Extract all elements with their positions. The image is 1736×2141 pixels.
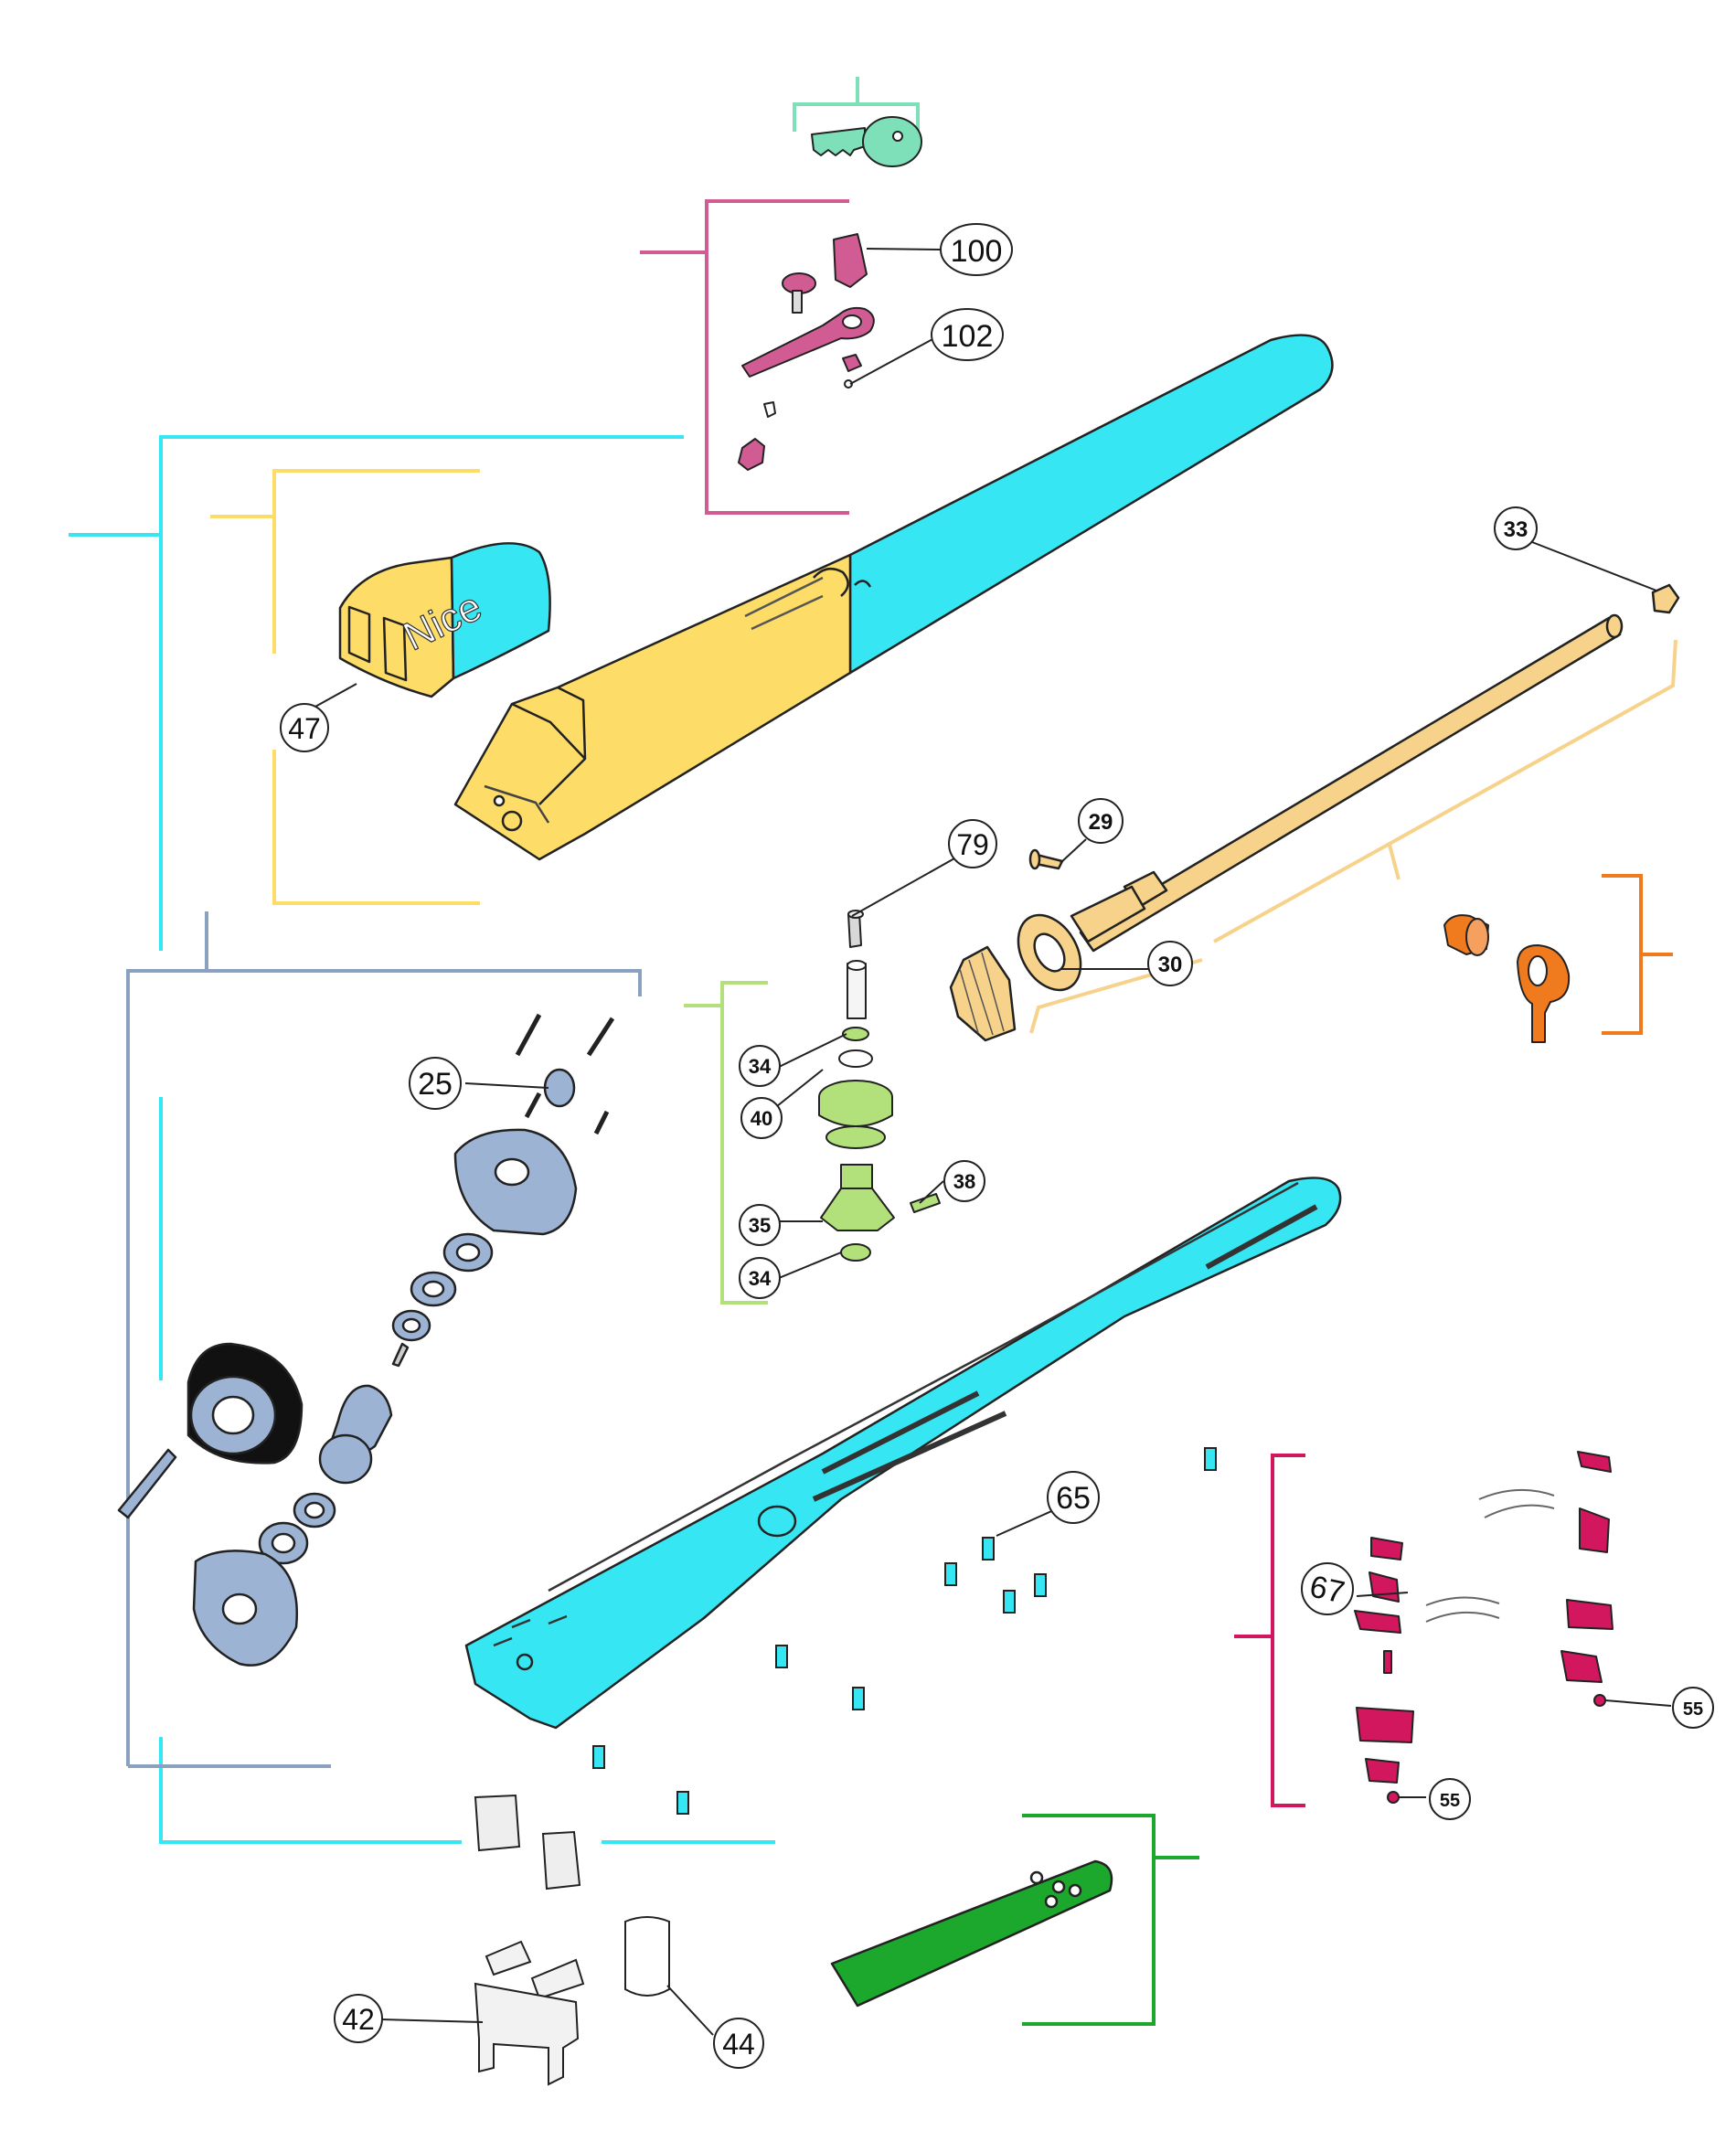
callout-55-lower: 55 bbox=[1429, 1778, 1471, 1820]
motor-assembly bbox=[117, 1013, 615, 1667]
svg-text:100: 100 bbox=[951, 234, 1003, 269]
svg-text:65: 65 bbox=[1056, 1481, 1091, 1516]
svg-text:34: 34 bbox=[749, 1055, 772, 1078]
housing-cyan bbox=[848, 334, 1334, 675]
callout-55-right: 55 bbox=[1672, 1687, 1714, 1729]
svg-text:33: 33 bbox=[1504, 517, 1528, 542]
svg-text:35: 35 bbox=[749, 1214, 771, 1237]
svg-text:55: 55 bbox=[1440, 1791, 1460, 1811]
callout-35: 35 bbox=[739, 1204, 781, 1246]
gear-bracket bbox=[684, 981, 768, 1305]
end-cap-cover: Nice bbox=[338, 542, 551, 698]
screw-shaft-bracket-tick bbox=[1388, 844, 1401, 880]
lock-cylinder bbox=[833, 233, 868, 288]
key-bracket bbox=[793, 77, 920, 132]
worm-gear bbox=[543, 1068, 576, 1108]
limit-switch-bracket bbox=[1234, 1454, 1305, 1807]
housing-screws bbox=[592, 1447, 1217, 1815]
gear-shaft bbox=[847, 963, 867, 1019]
cable-glands bbox=[474, 1794, 581, 1891]
screw-shaft bbox=[949, 583, 1680, 1042]
callout-40: 40 bbox=[740, 1097, 783, 1139]
svg-text:42: 42 bbox=[342, 2003, 375, 2036]
screw-shaft-bracket bbox=[1029, 639, 1677, 1034]
callout-44: 44 bbox=[713, 2018, 764, 2069]
svg-text:34: 34 bbox=[749, 1267, 772, 1290]
callout-34-upper: 34 bbox=[739, 1045, 781, 1087]
svg-text:79: 79 bbox=[956, 828, 989, 861]
shaft-nut bbox=[1651, 583, 1680, 614]
callout-47: 47 bbox=[280, 703, 329, 752]
callout-65: 65 bbox=[1047, 1471, 1100, 1524]
base-housing bbox=[464, 1177, 1342, 1730]
terminal-blocks bbox=[474, 1940, 585, 2086]
svg-text:25: 25 bbox=[418, 1067, 453, 1102]
leader-lines bbox=[280, 248, 1672, 2036]
orange-parts bbox=[1443, 914, 1571, 1043]
bracket-accessories bbox=[1602, 874, 1673, 1035]
motor-bracket bbox=[126, 911, 642, 1768]
circuit-board bbox=[830, 1859, 1113, 2008]
housing-bracket bbox=[69, 435, 775, 1844]
lever-clip bbox=[738, 438, 765, 471]
limit-switch-parts bbox=[1354, 1451, 1614, 1804]
callout-30: 30 bbox=[1147, 941, 1193, 986]
callout-25: 25 bbox=[409, 1057, 462, 1110]
svg-text:47: 47 bbox=[288, 712, 321, 745]
capacitor bbox=[624, 1916, 670, 1997]
callout-34-lower: 34 bbox=[739, 1257, 781, 1299]
callout-38: 38 bbox=[943, 1160, 985, 1202]
release-lever-bracket bbox=[640, 199, 849, 515]
svg-text:55: 55 bbox=[1683, 1699, 1703, 1720]
release-lever-arm bbox=[741, 306, 875, 378]
callout-79: 79 bbox=[948, 819, 997, 868]
housing-yellow bbox=[453, 553, 852, 861]
svg-text:38: 38 bbox=[953, 1170, 975, 1193]
group-brackets bbox=[69, 77, 1677, 2026]
pcb-bracket bbox=[1022, 1814, 1199, 2026]
callout-labels: 100 102 33 47 29 79 30 25 34 40 38 35 34… bbox=[280, 223, 1714, 2069]
svg-text:67: 67 bbox=[1306, 1569, 1347, 1610]
callout-42: 42 bbox=[334, 1994, 383, 2043]
release-lever-parts bbox=[738, 233, 875, 471]
release-key bbox=[811, 116, 922, 167]
svg-text:40: 40 bbox=[751, 1107, 772, 1130]
callout-67: 67 bbox=[1301, 1562, 1354, 1615]
pin-38 bbox=[910, 1193, 941, 1213]
main-housing bbox=[453, 334, 1334, 861]
bevel-gear bbox=[949, 945, 1017, 1042]
svg-text:102: 102 bbox=[942, 319, 994, 354]
callout-33: 33 bbox=[1494, 506, 1538, 550]
gear-stack bbox=[818, 910, 941, 1262]
callout-100: 100 bbox=[940, 223, 1013, 276]
svg-text:29: 29 bbox=[1089, 810, 1113, 835]
svg-text:30: 30 bbox=[1158, 953, 1183, 977]
cover-bracket bbox=[210, 469, 480, 905]
svg-text:44: 44 bbox=[722, 2028, 755, 2061]
callout-29: 29 bbox=[1078, 798, 1124, 844]
callout-102: 102 bbox=[931, 308, 1004, 361]
